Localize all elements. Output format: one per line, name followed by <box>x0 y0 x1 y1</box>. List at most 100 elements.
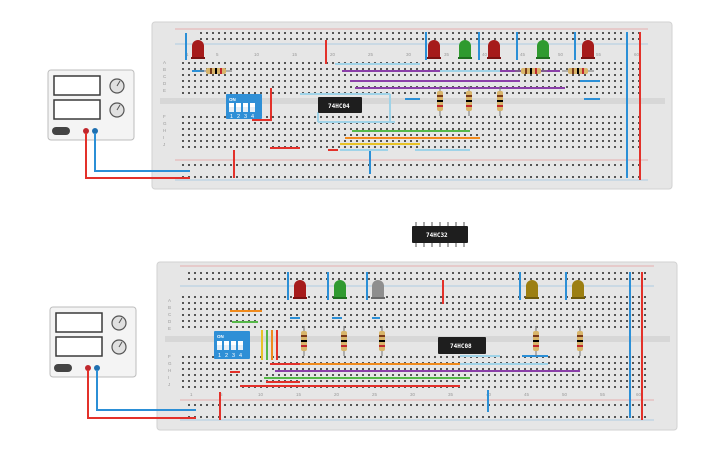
led-red-icon[interactable] <box>427 40 441 59</box>
resistor[interactable] <box>341 326 347 356</box>
row-letter: C <box>163 74 167 79</box>
led-green-icon[interactable] <box>536 40 550 59</box>
loose-ic-74hc32[interactable]: 74HC32 <box>412 222 468 247</box>
column-number: 1 <box>190 392 193 397</box>
column-number: 5 <box>220 392 223 397</box>
column-number: 10 <box>258 392 264 397</box>
row-letter: J <box>163 142 165 147</box>
column-number: 35 <box>444 52 450 57</box>
row-letter: A <box>168 298 171 303</box>
column-number: 55 <box>600 392 606 397</box>
top-row-letters: A B C D E F G H I J <box>163 60 167 147</box>
led-olive-icon[interactable] <box>525 280 539 299</box>
column-number: 20 <box>334 392 340 397</box>
column-number: 50 <box>558 52 564 57</box>
resistor[interactable] <box>437 86 443 116</box>
top-power-supply[interactable] <box>47 69 135 141</box>
row-letter: A <box>163 60 166 65</box>
led-green-icon[interactable] <box>458 40 472 59</box>
row-letter: F <box>168 354 171 359</box>
resistor[interactable] <box>379 326 385 356</box>
ic-label: 74HC08 <box>450 343 472 350</box>
row-letter: G <box>163 121 167 126</box>
column-number: 1 <box>186 52 189 57</box>
power-switch-icon[interactable] <box>54 364 72 372</box>
column-number: 15 <box>292 52 298 57</box>
row-letter: J <box>168 382 170 387</box>
bottom-ic-74hc08[interactable]: 74HC08 <box>438 337 486 354</box>
column-number: 35 <box>448 392 454 397</box>
column-number: 30 <box>410 392 416 397</box>
column-number: 5 <box>216 52 219 57</box>
resistor[interactable] <box>466 86 472 116</box>
row-letter: D <box>163 81 167 86</box>
column-number: 45 <box>524 392 530 397</box>
resistor[interactable] <box>562 68 594 74</box>
top-dip-switch[interactable]: ON 1 2 3 4 <box>226 94 262 120</box>
dip-position: 1 <box>218 353 221 359</box>
row-letter: I <box>163 135 164 140</box>
top-ic-74hc04[interactable]: 74HC04 <box>318 97 362 113</box>
resistor[interactable] <box>200 68 232 74</box>
column-number: 55 <box>596 52 602 57</box>
bottom-dip-switch[interactable]: ON 1 2 3 4 <box>214 331 250 359</box>
row-letter: D <box>168 319 172 324</box>
row-letter: B <box>168 305 171 310</box>
row-letter: H <box>163 128 166 133</box>
row-letter: E <box>163 88 166 93</box>
row-letter: F <box>163 114 166 119</box>
bottom-power-supply[interactable] <box>49 306 137 378</box>
led-green-icon[interactable] <box>333 280 347 299</box>
resistor[interactable] <box>577 326 583 356</box>
top-column-numbers: 1 5 10 15 20 25 30 35 40 45 50 55 60 <box>186 52 640 57</box>
resistor[interactable] <box>533 326 539 356</box>
column-number: 20 <box>330 52 336 57</box>
led-olive-icon[interactable] <box>571 280 585 299</box>
column-number: 60 <box>636 392 642 397</box>
bottom-row-letters: A B C D E F G H I J <box>168 298 172 387</box>
led-red-icon[interactable] <box>293 280 307 299</box>
row-letter: E <box>168 326 171 331</box>
negative-terminal-icon[interactable] <box>94 365 100 371</box>
negative-terminal-icon[interactable] <box>92 128 98 134</box>
column-number: 15 <box>296 392 302 397</box>
dip-position: 4 <box>239 353 242 359</box>
row-letter: H <box>168 368 171 373</box>
row-letter: B <box>163 67 166 72</box>
dip-position: 3 <box>244 114 247 120</box>
column-number: 30 <box>406 52 412 57</box>
led-gray-icon[interactable] <box>371 280 385 299</box>
row-letter: C <box>168 312 172 317</box>
top-circuit: A B C D E F G H I J 1 5 10 15 20 25 30 3… <box>47 21 673 190</box>
column-number: 40 <box>482 52 488 57</box>
resistor[interactable] <box>301 326 307 356</box>
led-red-icon[interactable] <box>487 40 501 59</box>
ic-label: 74HC32 <box>426 232 448 239</box>
column-number: 60 <box>634 52 640 57</box>
led-red-icon[interactable] <box>581 40 595 59</box>
bottom-column-numbers: 1 5 10 15 20 25 30 35 40 45 50 55 60 <box>190 392 642 397</box>
power-switch-icon[interactable] <box>52 127 70 135</box>
dip-on-label: ON <box>217 334 224 339</box>
column-number: 10 <box>254 52 260 57</box>
dip-position: 4 <box>251 114 254 120</box>
positive-terminal-icon[interactable] <box>85 365 91 371</box>
led-red-icon[interactable] <box>191 40 205 59</box>
bottom-breadboard: A B C D E F G H I J 1 5 10 15 20 25 30 3… <box>156 261 678 431</box>
column-number: 50 <box>562 392 568 397</box>
resistor[interactable] <box>497 86 503 116</box>
row-letter: G <box>168 361 172 366</box>
dip-position: 1 <box>230 114 233 120</box>
dip-on-label: ON <box>229 97 236 102</box>
ic-label: 74HC04 <box>328 103 350 110</box>
resistor[interactable] <box>515 68 547 74</box>
dip-position: 2 <box>237 114 240 120</box>
column-number: 25 <box>368 52 374 57</box>
positive-terminal-icon[interactable] <box>83 128 89 134</box>
dip-position: 2 <box>225 353 228 359</box>
column-number: 45 <box>520 52 526 57</box>
bottom-circuit: A B C D E F G H I J 1 5 10 15 20 25 30 3… <box>49 261 678 431</box>
dip-position: 3 <box>232 353 235 359</box>
row-letter: I <box>168 375 169 380</box>
